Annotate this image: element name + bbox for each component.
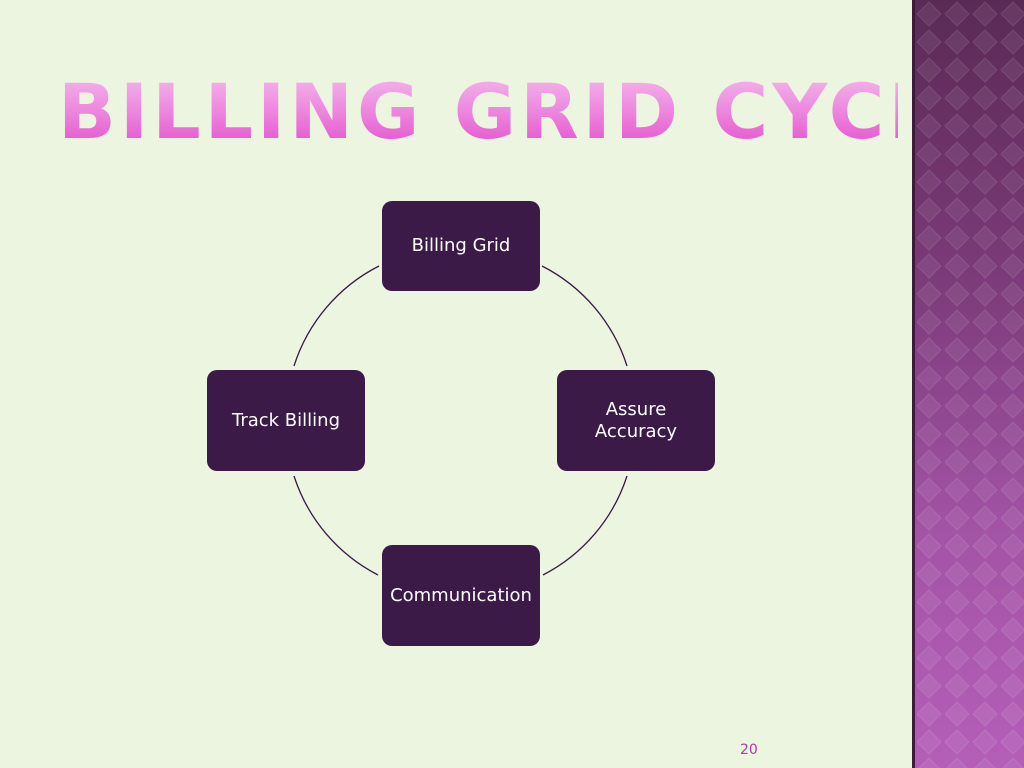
cycle-node-billing-grid: Billing Grid <box>382 201 540 291</box>
connector-top-right <box>541 265 628 367</box>
cycle-node-communication: Communication <box>382 545 540 646</box>
decorative-side-band <box>912 0 1024 768</box>
cycle-node-assure-accuracy-label: Assure Accuracy <box>594 398 678 442</box>
slide-title: BILLING GRID CYCLE <box>58 62 993 162</box>
connector-left-top <box>293 265 380 367</box>
cycle-node-track-billing: Track Billing <box>207 370 365 471</box>
diamond-pattern <box>915 0 1024 768</box>
page-number: 20 <box>740 742 758 758</box>
cycle-connectors <box>293 265 628 576</box>
connector-bottom-left <box>293 475 379 576</box>
cycle-node-assure-accuracy: Assure Accuracy <box>557 370 715 471</box>
slide: BILLING GRID CYCLE Billing Grid Assure A… <box>58 62 993 758</box>
connector-right-bottom <box>542 475 628 576</box>
